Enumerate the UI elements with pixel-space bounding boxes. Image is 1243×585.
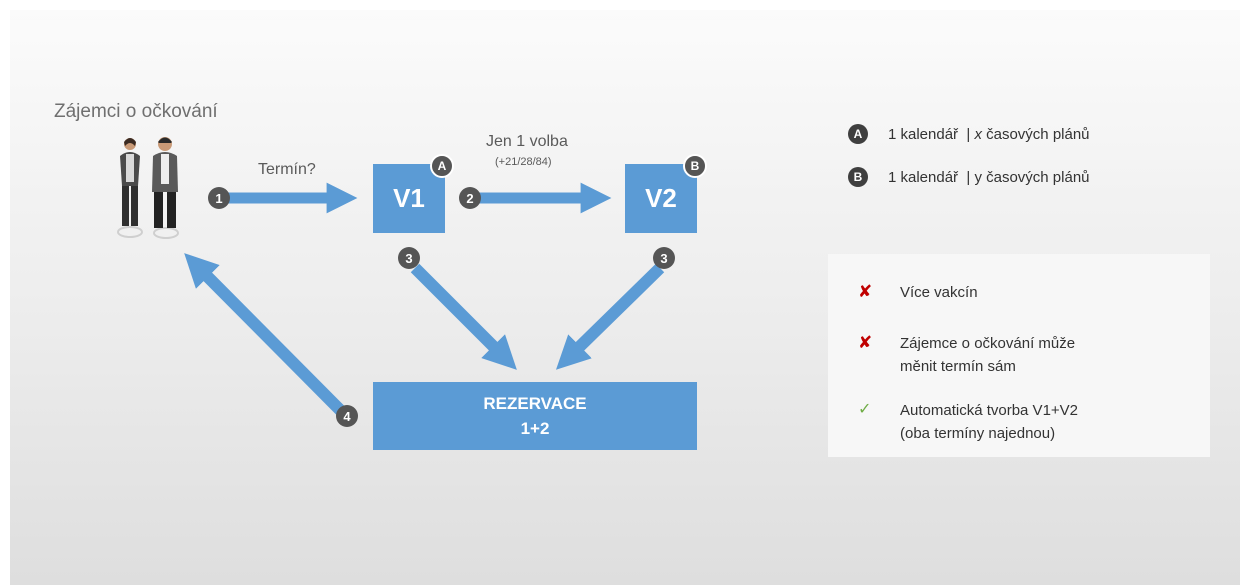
arrow-3b xyxy=(555,263,665,370)
step-3-badge-left: 3 xyxy=(398,247,420,269)
legend-b-text: 1 kalendář | y časových plánů xyxy=(888,168,1090,186)
feature-item-auto-v1v2: ✓ Automatická tvorba V1+V2 (oba termíny … xyxy=(858,399,1078,445)
feature-item-self-reschedule: ✘ Zájemce o očkování může měnit termín s… xyxy=(858,332,1075,378)
rezervace-box: REZERVACE 1+2 xyxy=(373,382,697,450)
cross-icon: ✘ xyxy=(858,333,873,352)
arrow-4 xyxy=(184,253,351,421)
step-2-badge: 2 xyxy=(459,187,481,209)
legend-badge-b: B xyxy=(848,167,868,187)
feature-text: Zájemce o očkování může měnit termín sám xyxy=(900,335,1076,375)
legend-badge-a: A xyxy=(848,124,868,144)
legend-row-a: A 1 kalendář | x časových plánů xyxy=(848,124,1090,144)
legend-a-var: x xyxy=(974,125,982,143)
v2-box: V2 xyxy=(625,164,697,233)
step-1-label: Termín? xyxy=(258,161,316,178)
v1-box: V1 xyxy=(373,164,445,233)
legend-a-rest: časových plánů xyxy=(981,125,1090,143)
feature-item-multi-vaccine: ✘ Více vakcín xyxy=(858,281,978,304)
feature-text: Automatická tvorba V1+V2 (oba termíny na… xyxy=(900,402,1079,442)
step-2-label: Jen 1 volba xyxy=(486,133,568,150)
legend-row-b: B 1 kalendář | y časových plánů xyxy=(848,167,1090,187)
step-2-sublabel: (+21/28/84) xyxy=(495,156,552,168)
people-icon xyxy=(117,137,179,239)
check-icon: ✓ xyxy=(858,401,872,418)
badge-b-v2: B xyxy=(683,154,707,178)
feature-text: Více vakcín xyxy=(900,284,978,301)
step-4-badge: 4 xyxy=(336,405,358,427)
step-1-badge: 1 xyxy=(208,187,230,209)
cross-icon: ✘ xyxy=(858,282,873,301)
page-title: Zájemci o očkování xyxy=(54,101,218,122)
step-3-badge-right: 3 xyxy=(653,247,675,269)
features-panel: ✘ Více vakcín ✘ Zájemce o očkování může … xyxy=(828,254,1210,457)
badge-a-v1: A xyxy=(430,154,454,178)
legend-a-text: 1 kalendář | xyxy=(888,125,975,143)
arrow-3a xyxy=(410,263,517,370)
